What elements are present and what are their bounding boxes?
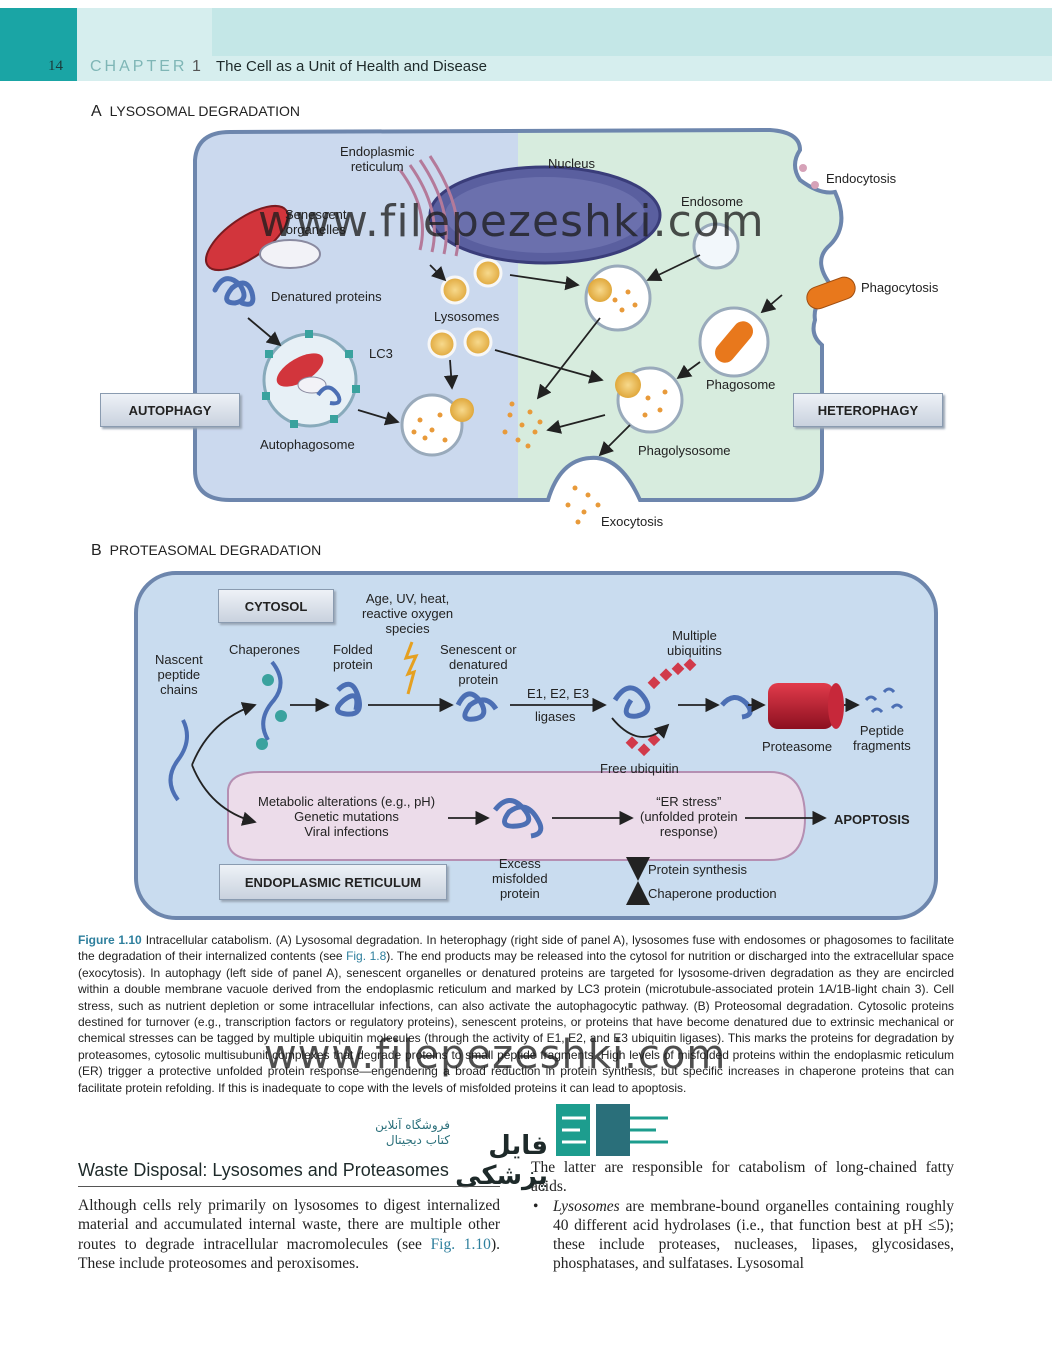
ubiquitin-chain (647, 658, 697, 690)
label-proteasome: Proteasome (762, 739, 833, 754)
watermark-top: www.filepezeshki.com (258, 196, 765, 247)
page-number: 14 (48, 58, 63, 74)
label-apoptosis: APOPTOSIS (834, 812, 910, 827)
header-band-top (212, 8, 1052, 56)
label-phagosome: Phagosome (706, 377, 776, 392)
bacterium-shape (806, 276, 856, 310)
caption-text-2: ). The end products may be released into… (78, 949, 954, 1095)
panel-a-title: A LYSOSOMAL DEGRADATION (91, 103, 300, 121)
logo-store-line-1: فروشگاه آنلاین (375, 1118, 450, 1132)
label-endocytosis: Endocytosis (826, 171, 897, 186)
proteasome-shape (768, 683, 834, 729)
label-free-ubiquitin: Free ubiquitin (600, 761, 679, 776)
label-chaperone-production: Chaperone production (648, 886, 777, 901)
endocytosis-receptors (799, 164, 819, 189)
label-e-enzymes: E1, E2, E3 (527, 686, 590, 701)
label-senescent-organelles: Senescent organelles (285, 207, 347, 237)
chapter-label: CHAPTER (90, 58, 188, 75)
exocytosis-products (565, 485, 601, 525)
lysosome-bullet: • Lysosomes are membrane-bound organelles… (531, 1197, 954, 1274)
panel-b-name: PROTEASOMAL DEGRADATION (109, 542, 322, 558)
label-er: Endoplasmic reticulum (340, 144, 415, 174)
heterophagy-box: HETEROPHAGY (793, 393, 943, 427)
label-phagocytosis: Phagocytosis (861, 280, 939, 295)
body-right-column: The latter are responsible for catabolis… (531, 1158, 954, 1274)
chapter-number: 1 (192, 58, 201, 75)
label-nascent: Nascent peptide chains (155, 652, 203, 697)
header-tab (0, 8, 77, 81)
lysosomes-term: Lysosomes (553, 1197, 620, 1215)
caption-text-1: Intracellular catabolism. (A) Lysosomal … (78, 933, 954, 964)
label-peptide-fragments: Peptide fragments (853, 723, 911, 753)
label-metabolic: Metabolic alterations (e.g., pH) Genetic… (258, 794, 436, 839)
bullet-dot-icon: • (533, 1197, 539, 1215)
figure-1-10: A LYSOSOMAL DEGRADATION Endoplasmic retic… (91, 103, 943, 920)
peptide-fragment-shapes (864, 687, 904, 714)
label-nucleus: Nucleus (548, 156, 595, 171)
denatured-protein-shape (212, 276, 256, 307)
logo-store-line-2: کتاب دیجیتال (385, 1133, 450, 1147)
label-denatured: Denatured proteins (271, 289, 382, 304)
watermark-bottom: www.filepezeshki.com (264, 1032, 727, 1078)
lysosome-bullet-text: are membrane-bound organelles containing… (553, 1197, 954, 1273)
panel-b-letter: B (91, 542, 102, 559)
released-products (502, 401, 543, 449)
left-text-2: ). These include proteosomes and peroxis… (78, 1235, 500, 1272)
label-autophagosome: Autophagosome (260, 437, 355, 452)
label-phagolysosome: Phagolysosome (638, 443, 731, 458)
left-fig-link[interactable]: Fig. 1.10 (430, 1235, 491, 1253)
body-left-column: Although cells rely primarily on lysosom… (78, 1196, 500, 1273)
label-folded: Folded protein (333, 642, 373, 672)
autophagosome-shape (262, 330, 360, 428)
left-text-1: Although cells rely primarily on lysosom… (78, 1197, 500, 1253)
panel-a-name: LYSOSOMAL DEGRADATION (109, 103, 301, 119)
caption-label: Figure 1.10 (78, 933, 142, 947)
label-ligases: ligases (535, 709, 576, 724)
cytosol-box: CYTOSOL (218, 589, 334, 623)
logo-store-text: فروشگاه آنلاین کتاب دیجیتال (330, 1118, 450, 1148)
label-senescent-denatured: Senescent or denatured protein (440, 642, 517, 687)
figure-illustration (134, 127, 938, 920)
panel-b-title: B PROTEASOMAL DEGRADATION (91, 542, 321, 560)
label-endosome: Endosome (681, 194, 744, 209)
panel-a-letter: A (91, 103, 102, 120)
section-rule (78, 1186, 500, 1187)
section-title: Waste Disposal: Lysosomes and Proteasome… (78, 1160, 449, 1180)
label-lysosomes: Lysosomes (434, 309, 500, 324)
chapter-title: The Cell as a Unit of Health and Disease (216, 58, 487, 75)
caption-fig-link[interactable]: Fig. 1.8 (346, 949, 387, 964)
autophagy-box: AUTOPHAGY (100, 393, 240, 427)
logo-icon (556, 1104, 668, 1156)
label-stress: Age, UV, heat, reactive oxygen species (362, 591, 454, 636)
label-er-stress: “ER stress” (unfolded protein response) (640, 794, 738, 839)
right-text-1: The latter are responsible for catabolis… (531, 1159, 954, 1196)
endosome-shape (692, 222, 740, 270)
mitochondrion-shape (205, 204, 321, 272)
er-shape (398, 155, 460, 257)
label-multiple-ubiquitins: Multiple ubiquitins (667, 628, 722, 658)
label-chaperones: Chaperones (229, 642, 300, 657)
label-lc3: LC3 (369, 346, 393, 361)
lysosome-shapes (427, 258, 503, 359)
label-excess-misfolded: Excess misfolded protein (492, 856, 548, 901)
label-protein-synthesis: Protein synthesis (648, 862, 747, 877)
er-box: ENDOPLASMIC RETICULUM (219, 864, 447, 900)
label-exocytosis: Exocytosis (601, 514, 664, 529)
